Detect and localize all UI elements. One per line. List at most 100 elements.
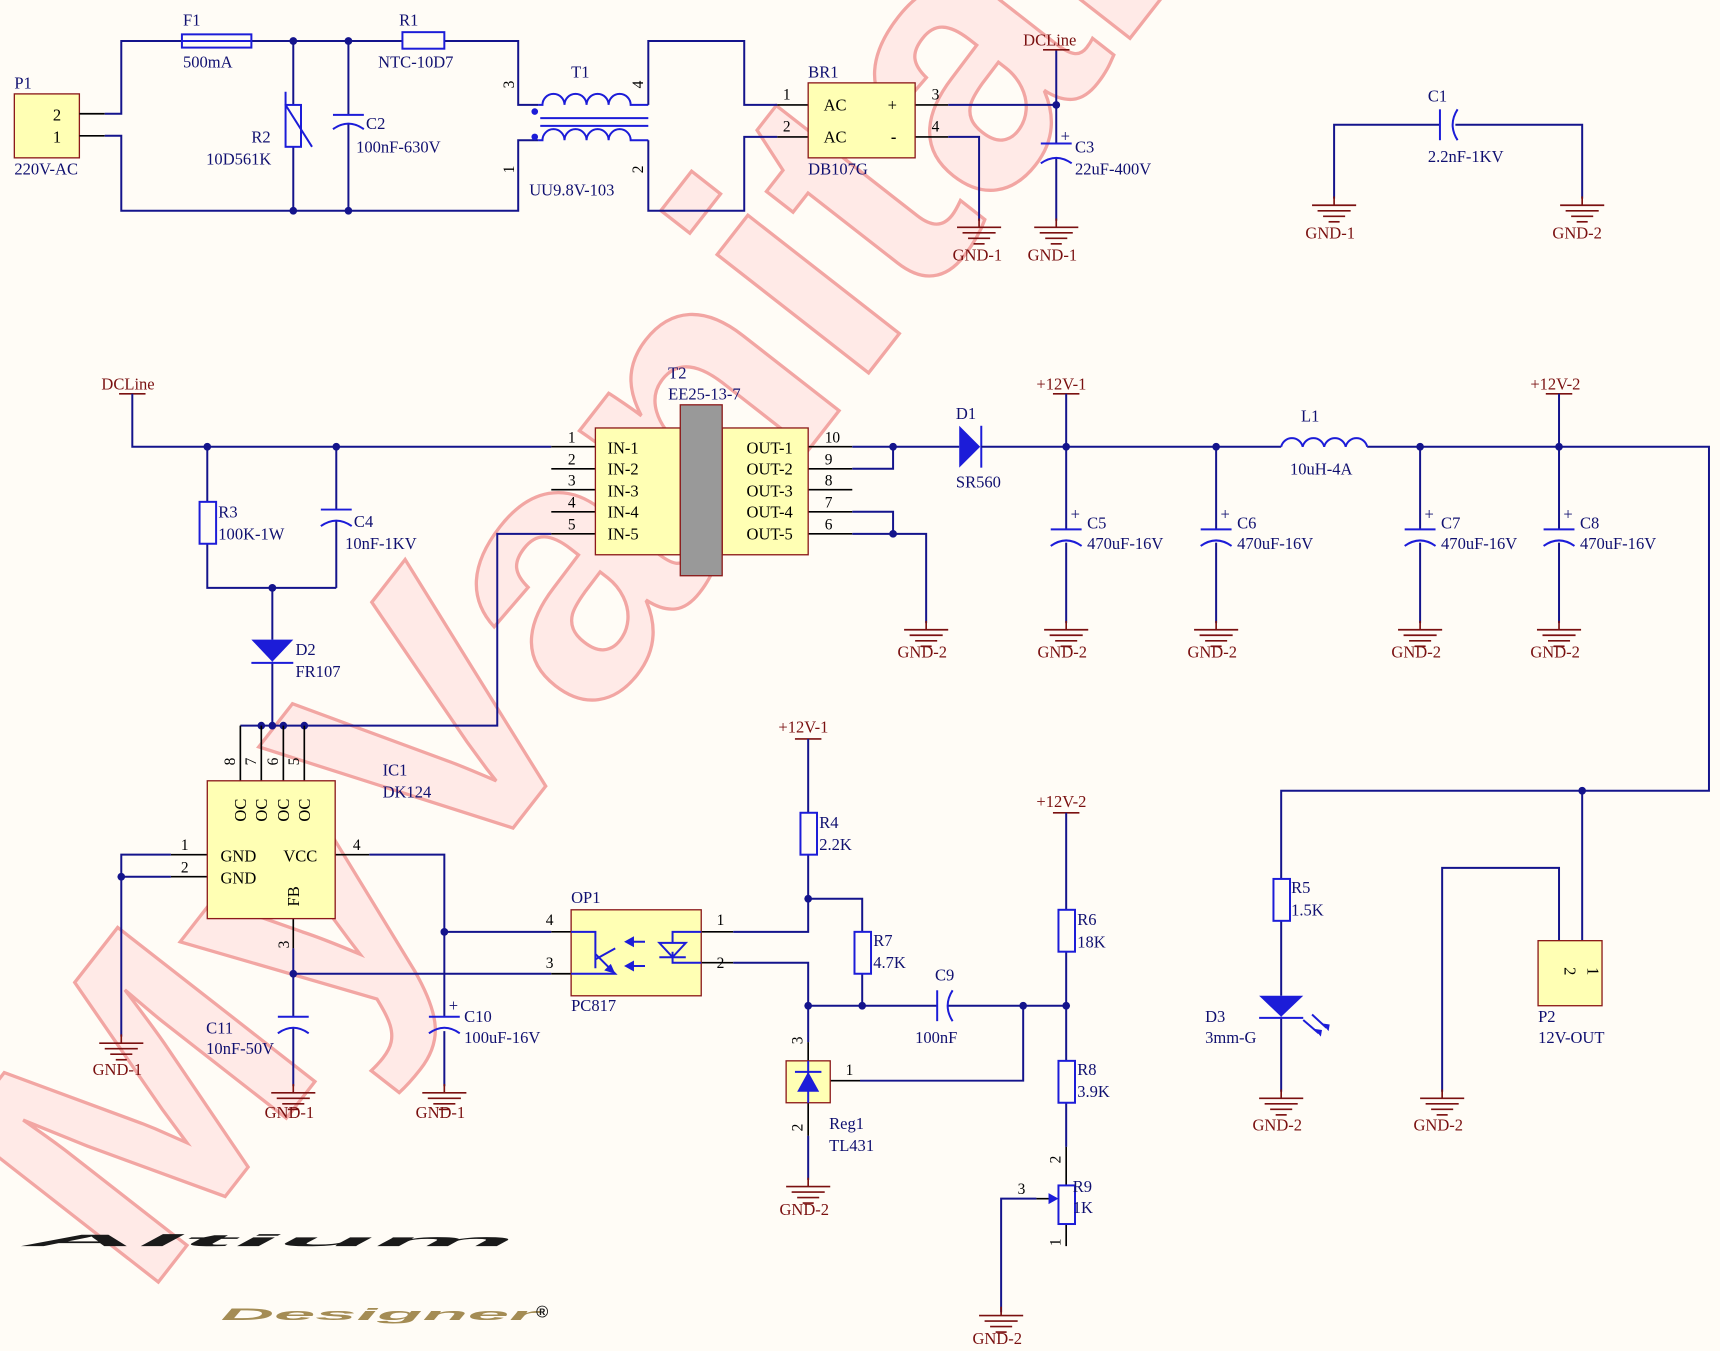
svg-text:1: 1 (181, 837, 189, 854)
designator: R7 (873, 931, 892, 950)
pin-number: 1 (53, 127, 61, 146)
diode-d1[interactable] (959, 425, 983, 468)
resistor-r8[interactable] (1057, 1059, 1076, 1104)
capacitor-c9[interactable] (936, 989, 954, 1022)
pin-number: 1 (501, 166, 518, 174)
svg-text:1: 1 (1048, 1238, 1065, 1246)
svg-text:IN-1: IN-1 (608, 438, 639, 457)
transformer-t1[interactable] (531, 92, 649, 142)
svg-text:3: 3 (1018, 1181, 1026, 1198)
component-value: 3.9K (1077, 1082, 1110, 1101)
designator: BR1 (808, 62, 838, 81)
net-label-gnd: GND-2 (1187, 642, 1237, 661)
capacitor-c7[interactable] (1404, 528, 1437, 547)
capacitor-c10[interactable] (428, 1015, 461, 1035)
capacitor-c11[interactable] (277, 1015, 310, 1035)
net-label-gnd: GND-2 (1038, 642, 1088, 661)
designator: IC1 (383, 760, 408, 779)
svg-text:VCC: VCC (283, 846, 317, 865)
net-label-12v-2: +12V-2 (1530, 374, 1580, 393)
pin-number: 2 (53, 105, 61, 124)
inductor-l1[interactable] (1280, 437, 1369, 448)
shunt-regulator-reg1[interactable] (785, 1060, 831, 1104)
resistor-r5[interactable] (1272, 877, 1291, 922)
component-value: 10nF-1KV (345, 534, 417, 553)
resistor-r7[interactable] (853, 930, 873, 975)
capacitor-c5[interactable] (1050, 528, 1083, 547)
resistor-r3[interactable] (198, 500, 218, 545)
resistor-r6[interactable] (1057, 908, 1076, 953)
resistor-r4[interactable] (799, 811, 818, 856)
designator: C10 (464, 1007, 492, 1026)
capacitor-c8[interactable] (1543, 528, 1576, 547)
svg-text:3: 3 (276, 940, 293, 948)
capacitor-c2[interactable] (332, 113, 365, 130)
net-label-gnd: GND-1 (93, 1060, 143, 1079)
svg-text:2: 2 (1048, 1156, 1065, 1164)
watermark: MyVanitar (0, 0, 1266, 1351)
svg-text:2: 2 (1561, 967, 1580, 975)
net-label-gnd: GND-1 (265, 1103, 315, 1122)
net-label-gnd: GND-1 (1028, 245, 1078, 264)
capacitor-c3[interactable] (1040, 142, 1073, 165)
svg-text:2: 2 (568, 451, 576, 468)
p2-connector[interactable] (1537, 940, 1603, 1007)
svg-text:+: + (1071, 504, 1080, 523)
component-value: 1.5K (1291, 900, 1324, 919)
svg-text:OUT-4: OUT-4 (747, 502, 793, 521)
component-value: FR107 (295, 662, 340, 681)
svg-text:1: 1 (568, 429, 576, 446)
svg-text:5: 5 (568, 516, 576, 533)
designator: L1 (1301, 406, 1319, 425)
svg-text:4: 4 (546, 912, 554, 929)
pin-number: 3 (501, 80, 518, 88)
svg-text:+: + (888, 95, 897, 114)
optocoupler-op1[interactable] (570, 909, 702, 997)
svg-text:+: + (1221, 504, 1230, 523)
svg-text:OUT-5: OUT-5 (747, 524, 793, 543)
designator: C7 (1441, 513, 1460, 532)
net-label-12v-1: +12V-1 (1036, 374, 1086, 393)
p1-connector[interactable]: 2 1 (13, 93, 81, 159)
component-value: 2.2nF-1KV (1428, 147, 1504, 166)
component-value: 470uF-16V (1441, 534, 1517, 553)
designator: C9 (935, 965, 954, 984)
svg-text:GND: GND (221, 868, 257, 887)
svg-text:10: 10 (825, 429, 841, 446)
bridge-rectifier-br1[interactable]: AC AC + - (807, 82, 916, 159)
capacitor-c6[interactable] (1200, 528, 1233, 547)
varistor-r2[interactable] (284, 103, 302, 148)
pin-number: 3 (932, 86, 940, 103)
svg-text:FB: FB (284, 886, 303, 906)
component-value: TL431 (829, 1136, 874, 1155)
component-value: 2.2K (819, 835, 852, 854)
designator: D2 (295, 640, 315, 659)
capacitor-c1[interactable] (1438, 108, 1459, 141)
svg-text:+: + (1425, 504, 1434, 523)
designator: C5 (1087, 513, 1106, 532)
registered-mark: ® (536, 1303, 549, 1322)
component-value: 470uF-16V (1237, 534, 1313, 553)
resistor-r1[interactable] (401, 31, 446, 50)
net-label-gnd: GND-2 (897, 642, 947, 661)
transformer-t2[interactable] (594, 404, 809, 577)
net-label-gnd: GND-2 (1552, 223, 1602, 242)
pin-number: 2 (783, 118, 791, 135)
diode-d2[interactable] (251, 639, 294, 664)
capacitor-c4[interactable] (320, 508, 353, 527)
led-d3[interactable] (1259, 995, 1330, 1037)
ic1-dk124[interactable] (206, 780, 336, 920)
svg-text:9: 9 (825, 451, 833, 468)
component-value: UU9.8V-103 (529, 180, 614, 199)
svg-text:AC: AC (824, 127, 847, 146)
svg-text:1: 1 (717, 912, 725, 929)
potentiometer-r9[interactable] (1048, 1184, 1076, 1226)
designator: P1 (14, 73, 31, 92)
svg-text:OC: OC (295, 799, 314, 822)
designator: OP1 (571, 888, 600, 907)
component-value: 470uF-16V (1087, 534, 1163, 553)
ground-symbol (1559, 195, 1606, 223)
svg-text:8: 8 (222, 757, 239, 765)
designator: R5 (1291, 878, 1310, 897)
net-label-gnd: GND-2 (972, 1329, 1022, 1348)
